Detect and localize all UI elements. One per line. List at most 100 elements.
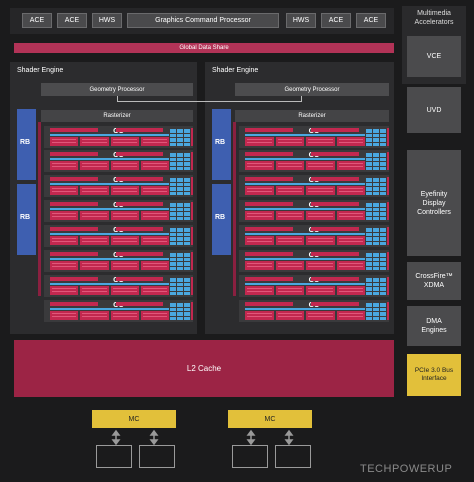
- cu-simd-lane: [52, 191, 77, 192]
- cu-simd-lane: [82, 241, 107, 242]
- compute-unit: CU: [44, 250, 193, 272]
- cu-cache-cell: [380, 237, 386, 241]
- cu-simd-lane: [338, 288, 363, 289]
- cu-simd-lane: [142, 142, 167, 143]
- cu-interconnect: [245, 233, 365, 235]
- cu-edge: [191, 152, 193, 170]
- ace-block-3: ACE: [321, 13, 351, 28]
- cu-simd-lane: [142, 166, 167, 167]
- cu-simd-lane: [277, 166, 302, 167]
- cu-cache-cell: [170, 291, 176, 295]
- cu-simd-lane: [338, 313, 363, 314]
- cu-simd-block: [336, 261, 365, 270]
- cu-cache-cell: [177, 187, 183, 191]
- cu-simd-lane: [308, 216, 333, 217]
- cu-cache-cell: [366, 303, 372, 307]
- cu-scalar-strip: [311, 227, 359, 231]
- cu-simd-lane: [112, 213, 137, 214]
- cu-simd-lane: [142, 188, 167, 189]
- cu-cache-cell: [184, 216, 190, 220]
- cu-simd-lane: [277, 288, 302, 289]
- cu-simd-lane: [112, 166, 137, 167]
- cu-cache-cell: [380, 228, 386, 232]
- cu-simd-block: [50, 161, 79, 170]
- cu-cache-cell: [366, 162, 372, 166]
- cu-simd-block: [306, 311, 335, 320]
- cu-interconnect: [245, 183, 365, 185]
- cu-simd-lane: [82, 313, 107, 314]
- cu-cache-cell: [366, 166, 372, 170]
- cu-cache-cell: [177, 212, 183, 216]
- cu-simd-lane: [308, 163, 333, 164]
- cu-simd-block: [275, 211, 304, 220]
- cu-cache-cell: [366, 262, 372, 266]
- cu-simd-block: [275, 311, 304, 320]
- cu-edge: [387, 252, 389, 270]
- cu-cache-cell: [170, 232, 176, 236]
- render-backend-1b: RB: [17, 184, 36, 255]
- cu-simd-block: [50, 211, 79, 220]
- cu-cache-cell: [170, 312, 176, 316]
- cu-cache-cell: [380, 178, 386, 182]
- cu-simd-lane: [338, 266, 363, 267]
- cu-cache-cell: [184, 138, 190, 142]
- compute-unit: CU: [239, 250, 389, 272]
- cu-cache-cell: [177, 228, 183, 232]
- cu-cache-cell: [380, 278, 386, 282]
- cu-simd-block: [140, 236, 169, 245]
- cu-cache-cell: [366, 129, 372, 133]
- cu-cache-cell: [380, 212, 386, 216]
- cu-cache-cell: [366, 312, 372, 316]
- cu-cache-cell: [177, 287, 183, 291]
- cu-simd-block: [80, 137, 109, 146]
- cu-simd-block: [110, 261, 139, 270]
- cu-simd-lane: [82, 266, 107, 267]
- compute-unit: CU: [239, 126, 389, 148]
- cu-simd-lane: [338, 241, 363, 242]
- cu-cache-cell: [373, 129, 379, 133]
- cu-cache-cell: [184, 282, 190, 286]
- cu-interconnect: [50, 208, 169, 210]
- cu-cache-cell: [184, 266, 190, 270]
- cu-simd-lane: [338, 238, 363, 239]
- memory-controller-2: MC: [228, 410, 312, 428]
- cu-edge: [191, 227, 193, 245]
- cu-simd-lane: [142, 139, 167, 140]
- cu-cache-cell: [366, 237, 372, 241]
- cu-cache-cell: [184, 312, 190, 316]
- cu-simd-lane: [247, 191, 272, 192]
- cu-simd-lane: [308, 316, 333, 317]
- cu-simd-lane: [52, 213, 77, 214]
- cu-simd-block: [336, 311, 365, 320]
- cu-simd-lane: [82, 238, 107, 239]
- memory-chip-4: [275, 445, 311, 468]
- cu-simd-lane: [142, 266, 167, 267]
- cu-simd-block: [275, 137, 304, 146]
- cu-simd-lane: [247, 313, 272, 314]
- cu-simd-block: [110, 211, 139, 220]
- cu-cache-cell: [373, 157, 379, 161]
- rb-label: RB: [215, 214, 226, 221]
- cu-simd-block: [275, 261, 304, 270]
- cu-cache-cell: [177, 191, 183, 195]
- cu-cache-cell: [177, 291, 183, 295]
- cu-cache-cell: [366, 307, 372, 311]
- cu-interconnect: [245, 308, 365, 310]
- cu-simd-lane: [308, 313, 333, 314]
- cu-cache-cell: [170, 303, 176, 307]
- cu-simd-lane: [52, 163, 77, 164]
- cu-cache-cell: [380, 287, 386, 291]
- cu-simd-lane: [142, 191, 167, 192]
- cu-simd-block: [50, 261, 79, 270]
- cu-simd-block: [306, 236, 335, 245]
- cu-scalar-strip: [245, 227, 293, 231]
- cu-cache-cell: [184, 166, 190, 170]
- cu-simd-lane: [112, 238, 137, 239]
- cu-cache-cell: [177, 232, 183, 236]
- cu-cache-cell: [170, 212, 176, 216]
- cu-cache-cell: [366, 187, 372, 191]
- cu-cache-cell: [184, 316, 190, 320]
- cu-simd-lane: [112, 263, 137, 264]
- eyefinity-display-controllers: Eyefinity Display Controllers: [407, 150, 461, 256]
- cu-interconnect: [245, 208, 365, 210]
